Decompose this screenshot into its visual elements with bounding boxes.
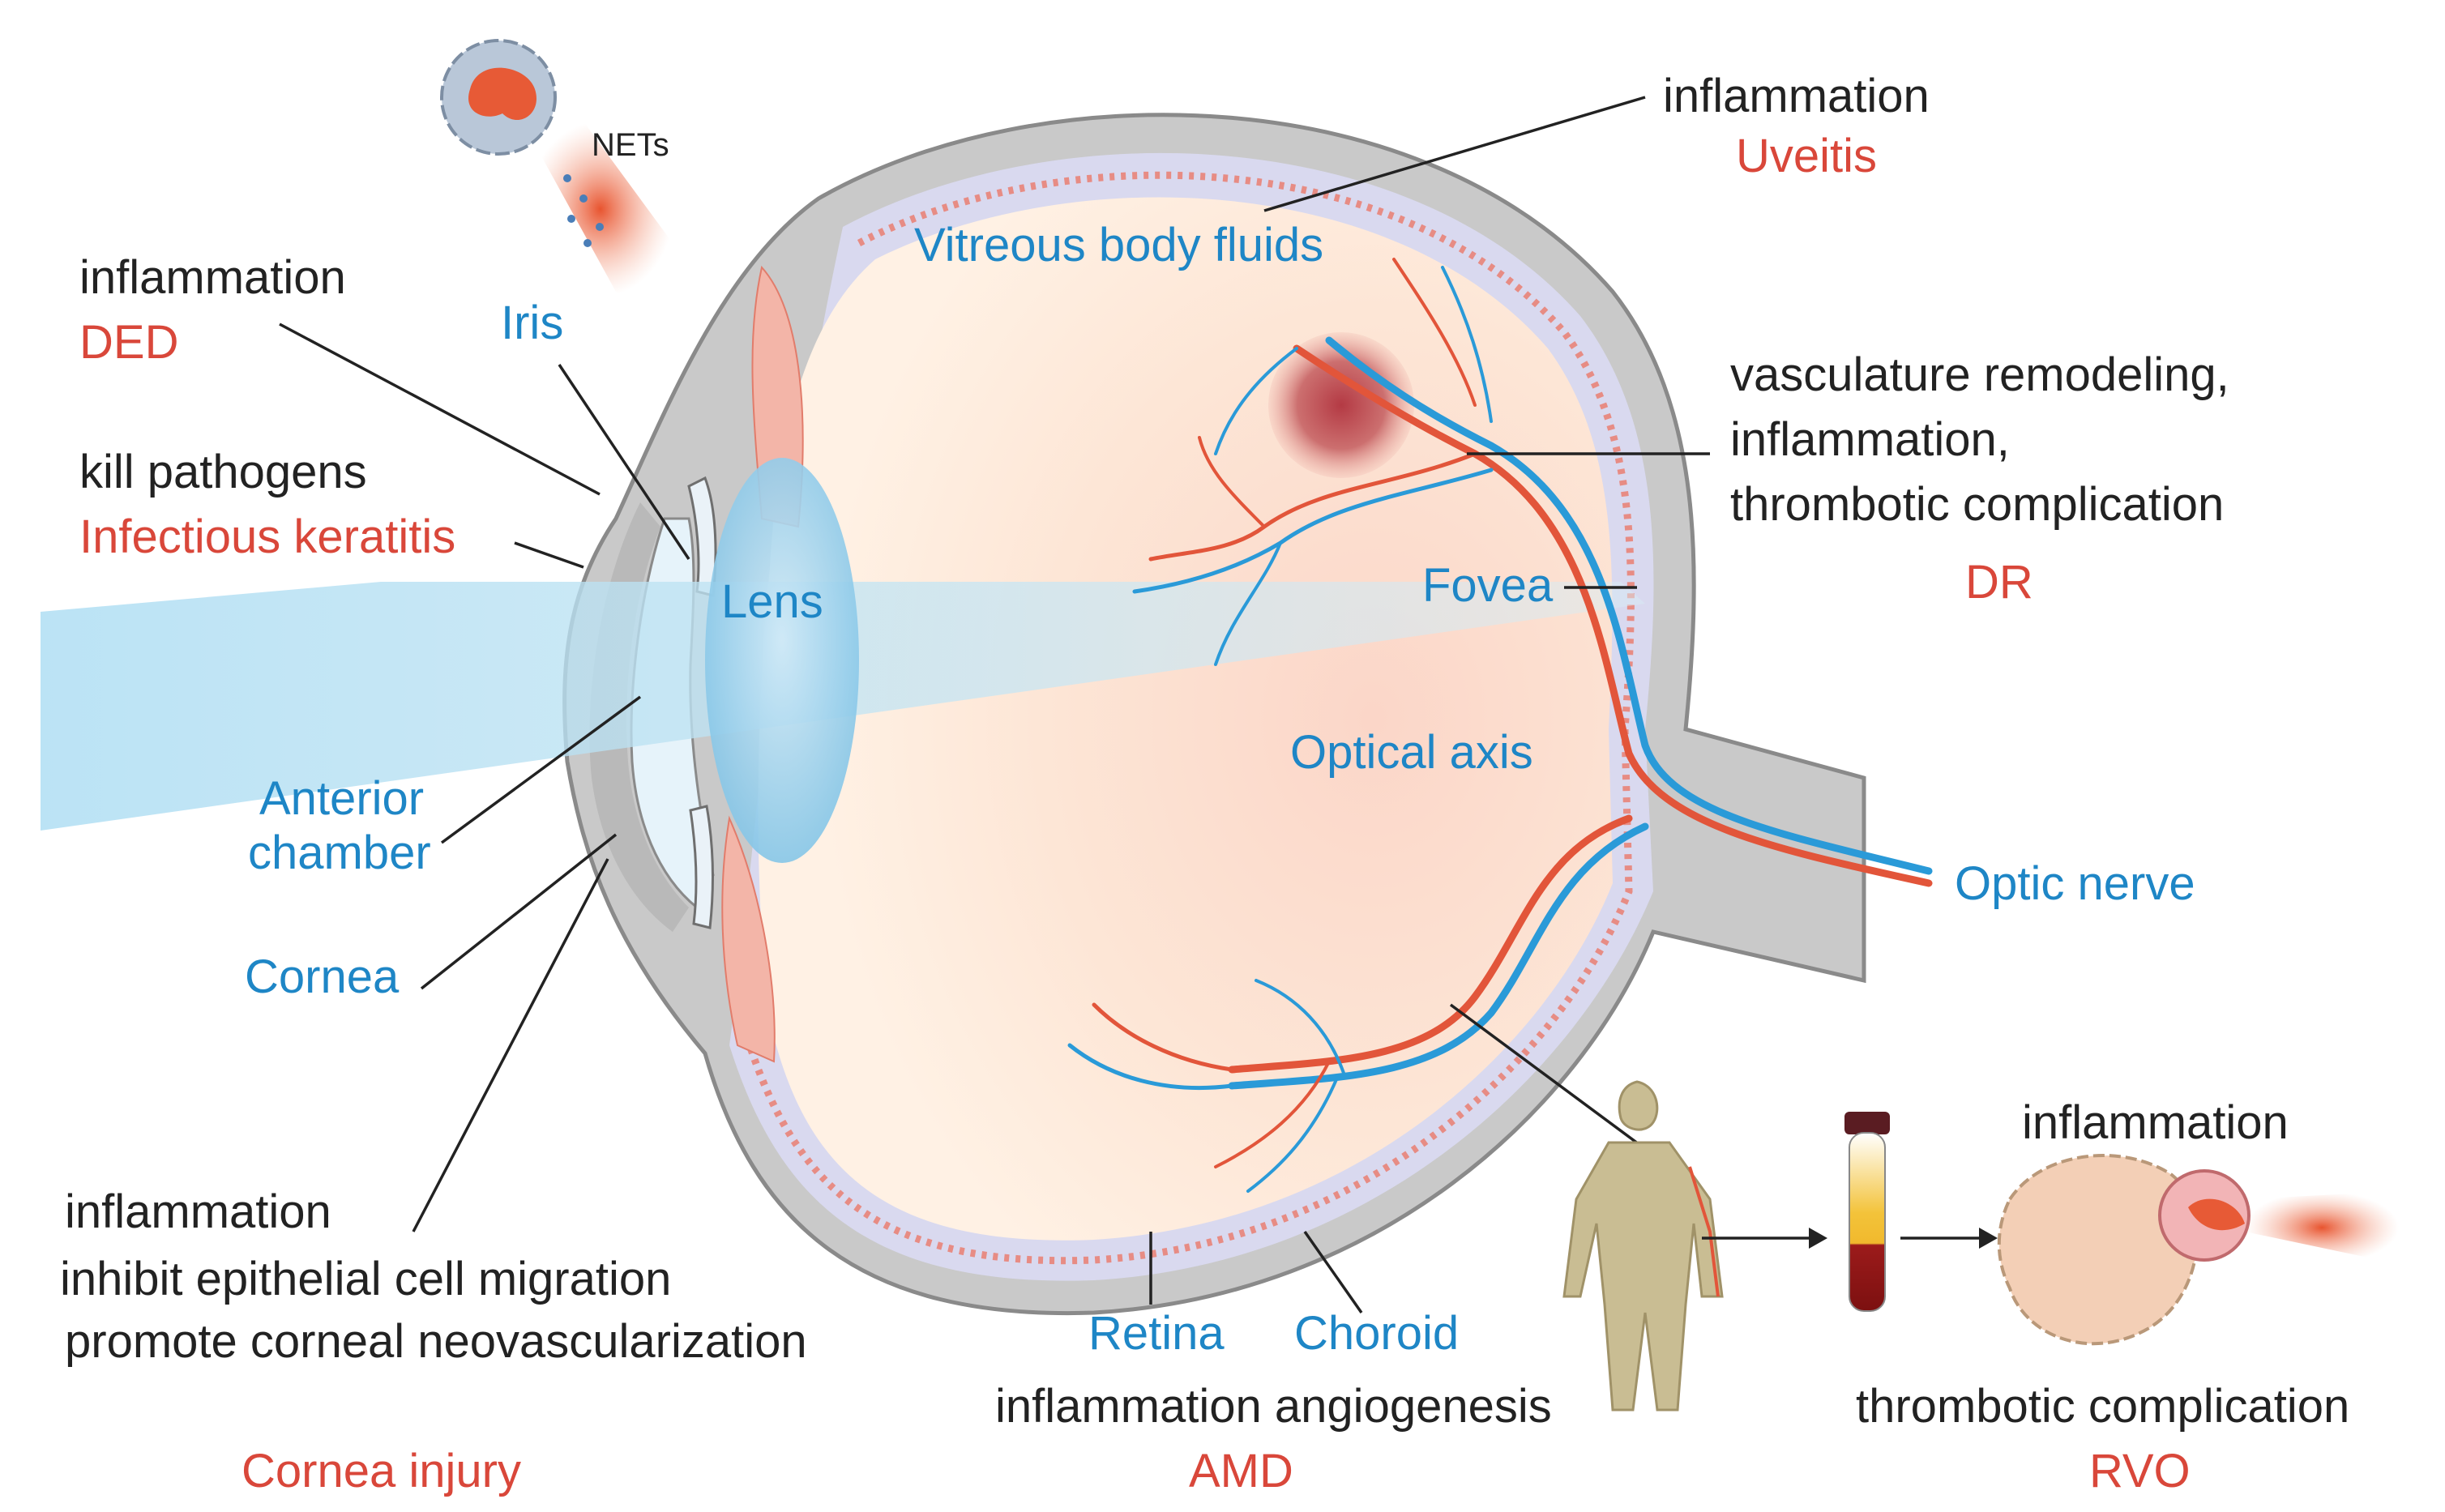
choroid-label: Choroid [1294, 1307, 1459, 1360]
vein-branch-lower-1 [1067, 1043, 1234, 1090]
amd-effect: inflammation angiogenesis [995, 1380, 1552, 1433]
net-particle [563, 174, 571, 182]
artery-main-lower [1228, 814, 1633, 1074]
leader-uveitis [1263, 96, 1646, 212]
uveitis-effect: inflammation [1663, 70, 1930, 122]
arrow-head-1 [1809, 1228, 1827, 1249]
anterior-chamber-label-1: Anterior [259, 772, 424, 825]
leader-lines [279, 96, 1710, 1314]
cornea-injury-effect-1: inflammation [65, 1185, 331, 1238]
vein-main-lower [1228, 822, 1649, 1090]
dr-effect-2: inflammation, [1730, 413, 2010, 466]
neutrophil-nucleus [468, 67, 536, 121]
keratitis-effect: kill pathogens [79, 446, 367, 498]
optic-nerve-label: Optic nerve [1955, 857, 2195, 910]
artery-branch-upper-2 [1198, 436, 1266, 528]
artery-branch-upper-1 [1148, 451, 1477, 562]
artery-branch-lower-1 [1092, 1002, 1234, 1072]
labels: NETs inflammation DED Iris kill pathogen… [60, 70, 2349, 1497]
optical-axis-label: Optical axis [1290, 726, 1533, 779]
dr-effect-1: vasculature remodeling, [1730, 348, 2229, 401]
eyeball [562, 113, 1866, 1316]
rvo-nucleus [2188, 1198, 2245, 1231]
retina-label: Retina [1088, 1307, 1225, 1360]
cornea-injury-effect-2: inhibit epithelial cell migration [60, 1253, 671, 1305]
vein-branch-upper-2 [1214, 541, 1282, 666]
lens-label: Lens [721, 575, 823, 628]
ciliary-muscle-bottom [721, 815, 776, 1063]
retina-layer [746, 171, 1635, 1265]
iris-bottom [689, 805, 714, 929]
keratitis-disease: Infectious keratitis [79, 510, 455, 563]
arm-vessel [1688, 1166, 1720, 1297]
leader-iris [558, 364, 690, 560]
amd-disease: AMD [1189, 1445, 1293, 1497]
rvo-effect-top: inflammation [2022, 1096, 2289, 1149]
leader-body [1449, 1003, 1671, 1168]
dr-effect-3: thrombotic complication [1730, 478, 2224, 531]
rvo-effect-bottom: thrombotic complication [1856, 1380, 2349, 1433]
dr-disease: DR [1965, 556, 2033, 609]
cornea-label: Cornea [245, 950, 400, 1003]
rvo-illustration [1562, 1080, 2399, 1412]
artery-main-upper [1293, 344, 1933, 887]
neutrophil-nets [440, 39, 674, 297]
ded-effect: inflammation [79, 251, 346, 304]
artery-branch-upper-3 [1392, 258, 1477, 407]
leader-anterior-chamber [440, 695, 642, 844]
uveitis-disease: Uveitis [1736, 130, 1877, 182]
leader-cornea [420, 833, 618, 990]
retinal-vessels [1067, 258, 1933, 1193]
cornea-injury-disease: Cornea injury [242, 1445, 521, 1497]
arrow-head-2 [1979, 1228, 1998, 1249]
thrombus-clot [1997, 1154, 2199, 1346]
vein-main-upper [1325, 336, 1933, 875]
rvo-disease: RVO [2089, 1445, 2191, 1497]
cornea-injury-effect-3: promote corneal neovascularization [65, 1315, 807, 1368]
anterior-chamber-label-2: chamber [248, 826, 431, 879]
net-particle [567, 215, 575, 223]
leader-ded [279, 322, 601, 496]
leader-keratitis [514, 541, 584, 569]
vein-branch-upper-3 [1441, 266, 1493, 423]
nets-label: NETs [592, 127, 669, 163]
nets-spray [527, 122, 674, 297]
iris-label: Iris [501, 297, 563, 349]
vein-branch-lower-2 [1246, 1076, 1339, 1193]
lens-shape [705, 458, 859, 863]
hemorrhage-spot [1268, 332, 1414, 478]
leader-cornea-injury [412, 858, 609, 1232]
net-particle [583, 239, 592, 247]
net-particle [596, 223, 604, 231]
artery-branch-lower-2 [1214, 1060, 1331, 1168]
ded-disease: DED [79, 316, 178, 369]
leader-choroid [1303, 1230, 1363, 1314]
blood-tube-cap [1844, 1112, 1890, 1134]
vitreous-body [758, 197, 1614, 1241]
net-particle [579, 194, 588, 203]
rvo-nets-spray [2245, 1191, 2399, 1264]
human-body-icon [1562, 1080, 1724, 1412]
fovea-label: Fovea [1422, 559, 1554, 612]
vein-branch-upper-4 [1214, 347, 1298, 455]
vein-branch-upper-1 [1132, 468, 1494, 594]
vitreous-label: Vitreous body fluids [914, 219, 1323, 271]
vein-branch-lower-3 [1255, 979, 1347, 1079]
blood-tube [1849, 1132, 1886, 1312]
